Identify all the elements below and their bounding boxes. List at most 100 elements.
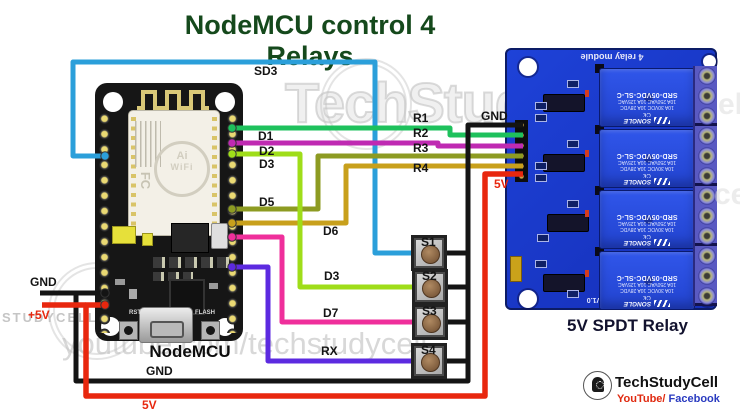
relay-part-number: SRD-05VDC-SL-C	[616, 213, 678, 220]
wire-d1-r1	[232, 125, 523, 138]
resistor-row	[153, 257, 229, 268]
label-5v-left: +5V	[28, 308, 50, 322]
mounting-hole	[703, 55, 716, 68]
youtube-label: YouTube/	[617, 393, 666, 405]
smd-part	[537, 234, 549, 242]
jd-vcc-jumper	[510, 256, 522, 282]
relay-spec: 10A 30VDC 10A 28VDC	[620, 104, 674, 110]
optocoupler-ic	[547, 214, 589, 232]
relay-spec: 10A 30VDC 10A 28VDC	[620, 165, 674, 171]
smd-part	[129, 289, 137, 299]
smd-part	[535, 102, 547, 110]
watermark-edge-text: ce	[714, 178, 740, 211]
fcc-logo: FC	[138, 171, 154, 190]
wire-d2-r2	[232, 140, 523, 149]
input-pin-header	[515, 120, 528, 182]
label-s4: S4	[421, 343, 436, 357]
smd-part	[535, 174, 547, 182]
label-5v-relay: 5V	[494, 177, 509, 191]
techstudycell-logo	[583, 371, 612, 400]
smd-part	[115, 279, 125, 285]
mounting-hole	[215, 92, 235, 112]
label-d2: D2	[259, 144, 275, 158]
label-d3: D3	[259, 157, 275, 171]
gear-icon	[596, 381, 604, 389]
optocoupler-ic	[543, 274, 585, 292]
shield-pads	[212, 117, 217, 227]
pin-header-left	[97, 111, 112, 333]
wire-d6-r4	[232, 163, 523, 226]
esp8266-shield: FC Ai WiFi	[128, 110, 220, 236]
label-gnd-left: GND	[30, 275, 57, 289]
relay-brand: SONGLE	[623, 117, 652, 124]
status-led	[585, 150, 589, 157]
relay-part-number: SRD-05VDC-SL-C	[616, 274, 678, 281]
relay-part-number: SRD-05VDC-SL-C	[616, 152, 678, 159]
songle-logo-stripes	[654, 300, 671, 307]
nodemcu-caption: NodeMCU	[149, 342, 231, 361]
screw-terminals	[693, 66, 717, 306]
label-d6: D6	[323, 224, 339, 238]
label-d5: D5	[259, 195, 275, 209]
songle-logo-stripes	[654, 178, 671, 185]
relay-module-board: 4 relay module HL-54S V1.0 SONGLE	[505, 48, 717, 310]
mounting-hole	[519, 58, 537, 76]
smd-part	[567, 140, 579, 148]
mounting-hole	[103, 92, 123, 112]
page-title: NodeMCU control 4 Relays	[184, 10, 436, 71]
relay-brand: SONGLE	[623, 239, 652, 246]
facebook-label: Facebook	[668, 393, 720, 405]
brand-social: YouTube/ Facebook	[617, 393, 720, 405]
label-s2: S2	[422, 269, 437, 283]
label-sd3: SD3	[254, 64, 278, 78]
label-s3: S3	[422, 304, 437, 318]
smd-part	[535, 162, 547, 170]
label-d1: D1	[258, 129, 274, 143]
smd-part	[567, 200, 579, 208]
songle-logo-stripes	[654, 117, 671, 124]
relay-spec: 10A 30VDC 10A 28VDC	[620, 287, 674, 293]
mounting-hole	[519, 290, 537, 308]
relay-brand: SONGLE	[623, 300, 652, 307]
relay-spec: 10A 250VAC 10A 125VAC	[618, 159, 676, 165]
ce-mark: C€	[643, 172, 651, 178]
songle-logo-stripes	[654, 239, 671, 246]
nodemcu-board: FC Ai WiFi RST FLASH	[95, 83, 243, 343]
wifi-antenna-trace	[137, 90, 209, 110]
relay-top-silk: 4 relay module	[580, 52, 644, 62]
relay-spec: 10A 250VAC 10A 125VAC	[618, 98, 676, 104]
status-led	[585, 90, 589, 97]
label-r2: R2	[413, 126, 429, 140]
relay-cube-1: SONGLE C€ 10A 30VDC 10A 28VDC 10A 250VAC…	[599, 68, 695, 127]
ce-mark: C€	[643, 294, 651, 300]
capacitor	[211, 223, 228, 249]
label-r4: R4	[413, 161, 429, 175]
smd-part	[567, 290, 579, 298]
relay-part-number: SRD-05VDC-SL-C	[616, 91, 678, 98]
wire-d3	[232, 151, 413, 290]
micro-usb-port	[139, 307, 193, 343]
smd-part	[535, 260, 547, 268]
ce-mark: C€	[643, 111, 651, 117]
led-component	[142, 233, 153, 246]
label-s1: S1	[421, 235, 436, 249]
smd-part	[567, 80, 579, 88]
status-led	[585, 270, 589, 277]
label-d7: D7	[323, 306, 339, 320]
led-component	[112, 226, 136, 244]
label-d3-s2: D3	[324, 269, 340, 283]
relay-cube-3: SONGLE C€ 10A 30VDC 10A 28VDC 10A 250VAC…	[599, 190, 695, 249]
smd-part	[209, 283, 218, 289]
ai-wifi-logo: Ai WiFi	[154, 141, 210, 197]
regulator-chip	[171, 223, 209, 253]
brand-name: TechStudyCell	[615, 374, 719, 391]
ce-mark: C€	[643, 233, 651, 239]
watermark-side: STUDYCELL	[2, 310, 98, 325]
flash-label: FLASH	[195, 310, 215, 316]
watermark-edge-text: el	[718, 88, 740, 121]
relay-spec: 10A 250VAC 10A 125VAC	[618, 220, 676, 226]
relay-spec: 10A 250VAC 10A 125VAC	[618, 281, 676, 287]
label-gnd-relay: GND	[481, 109, 508, 123]
wire-d5-r3	[232, 153, 523, 212]
